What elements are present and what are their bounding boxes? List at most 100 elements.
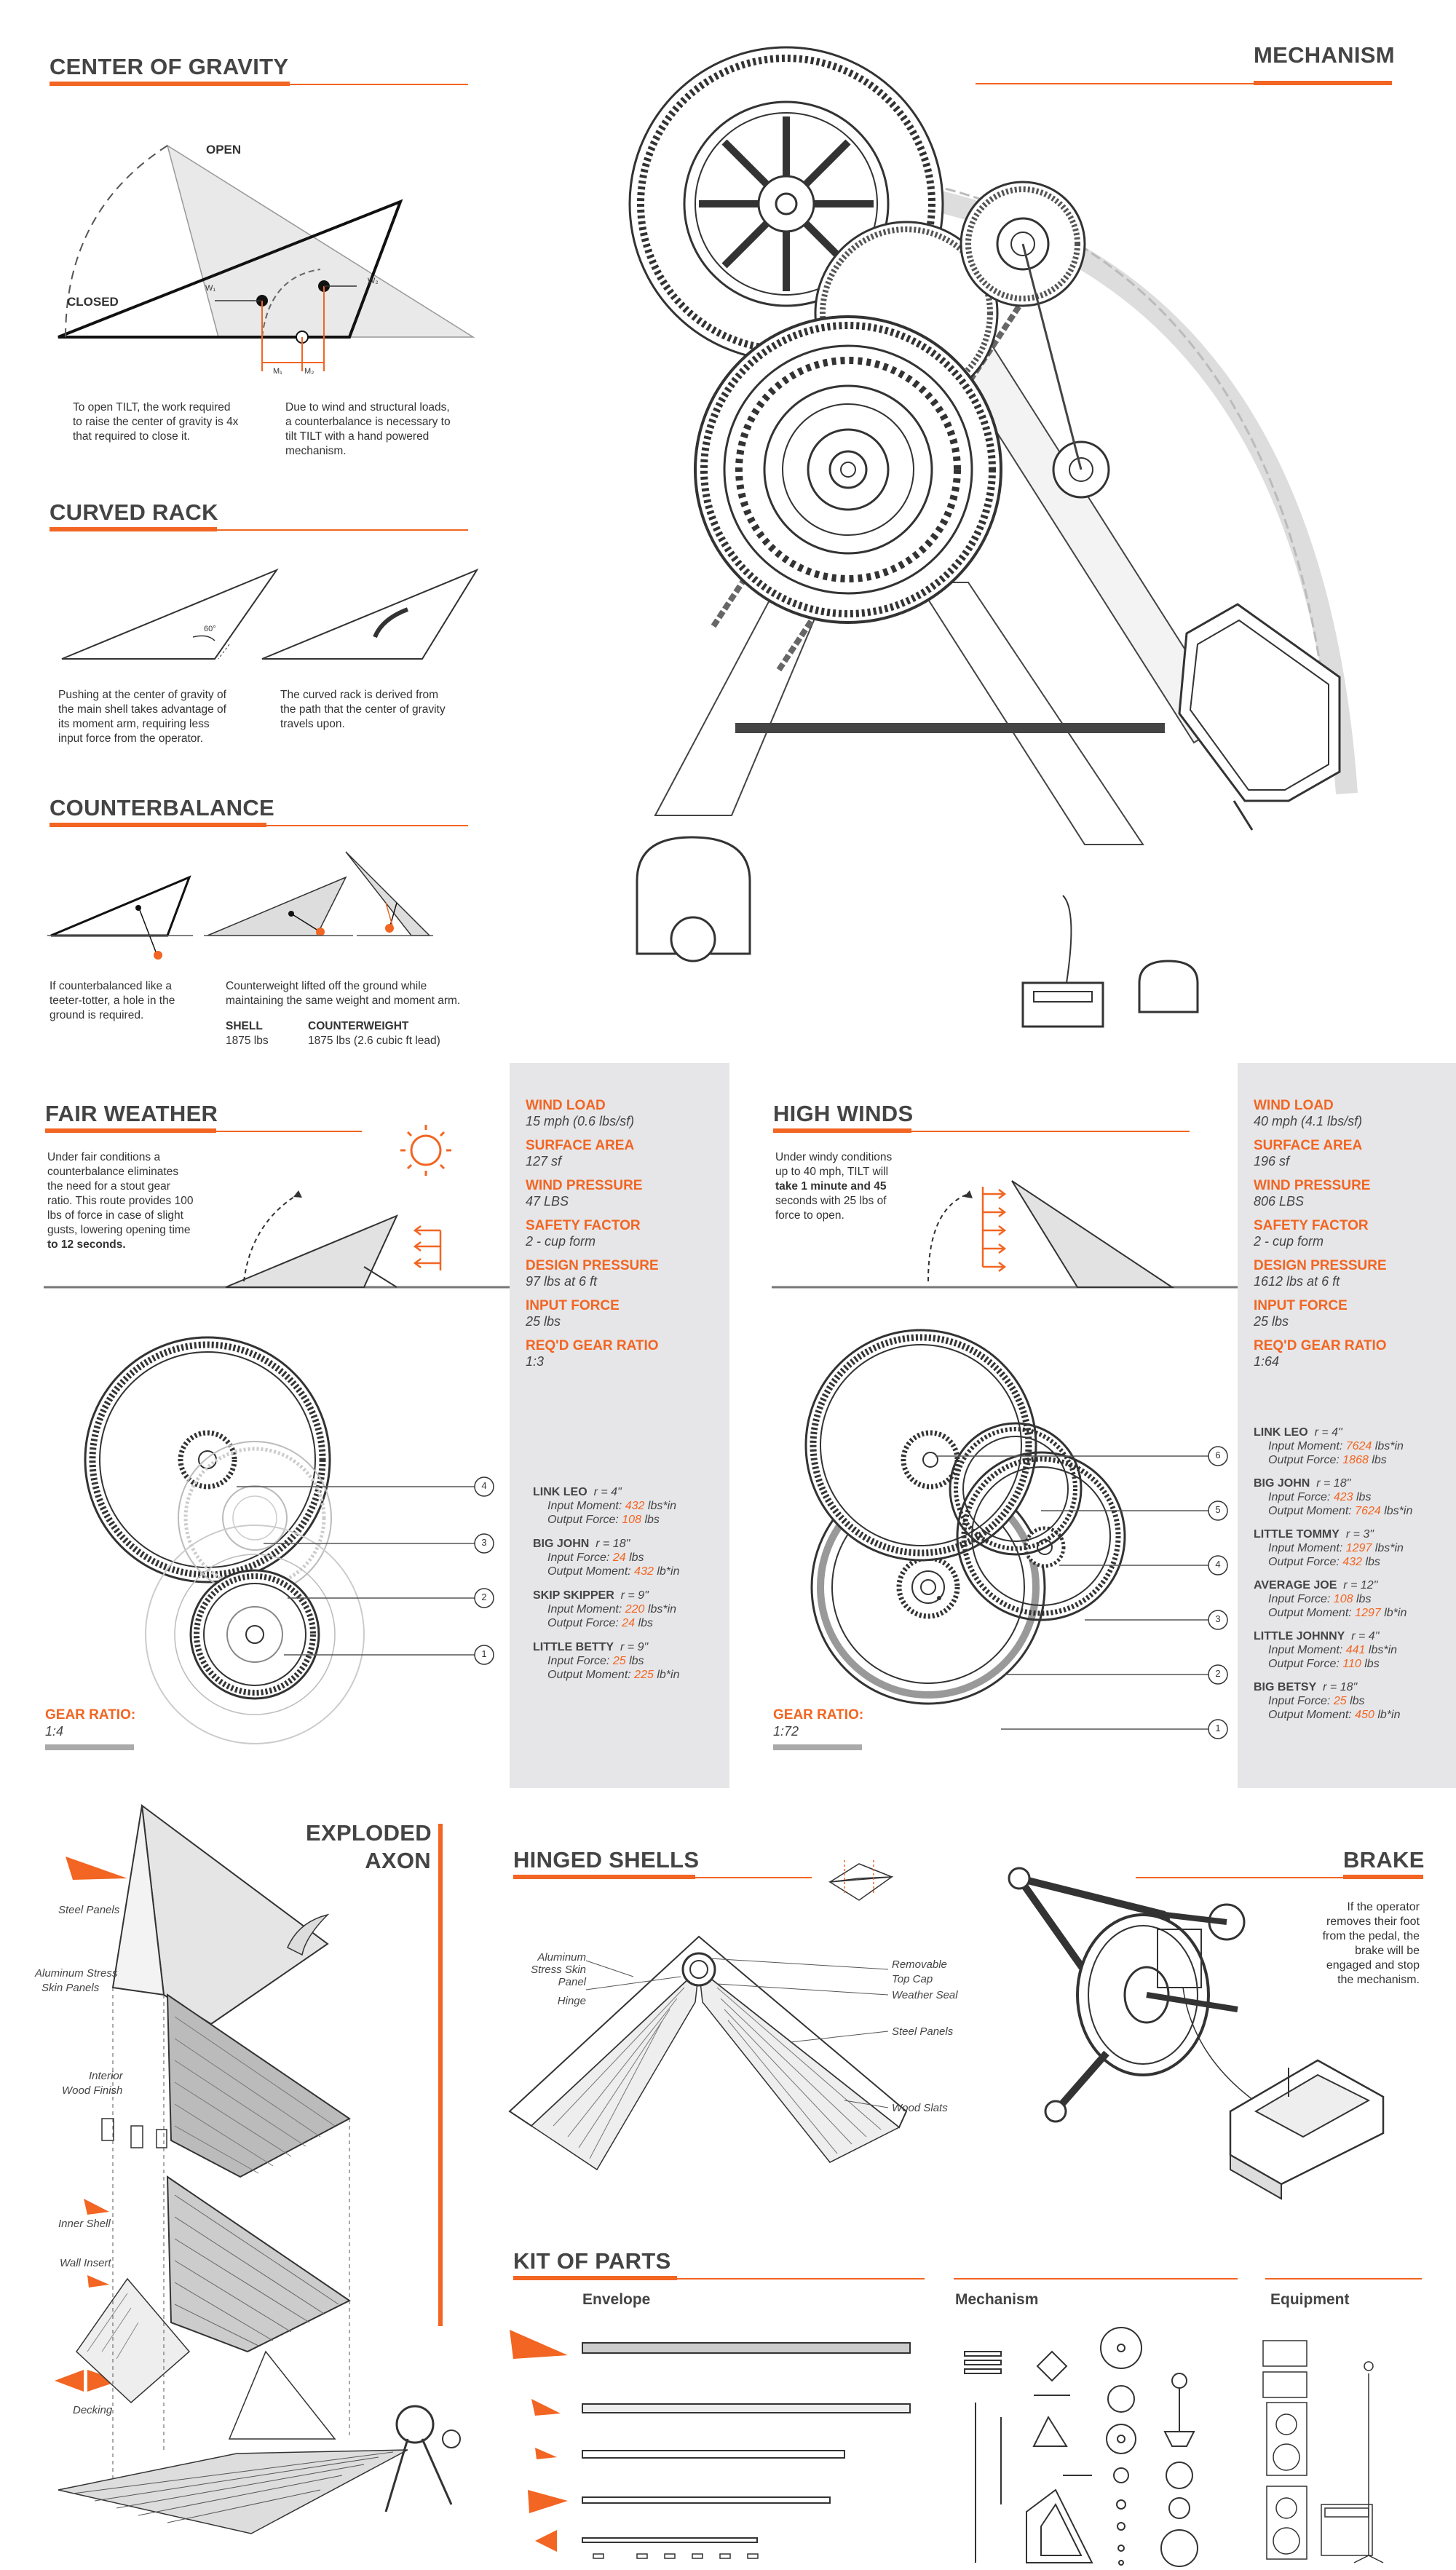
exploded-axon-drawing (55, 1803, 461, 2534)
gear-line-label: Output Force: (547, 1617, 619, 1629)
rack-diagram (61, 568, 479, 660)
gear-unit: lbs (1350, 1695, 1365, 1707)
mechanism-title: MECHANISM (1254, 42, 1395, 68)
spec-value: 47 LBS (526, 1194, 569, 1209)
gear-unit: lbs*in (1384, 1505, 1413, 1517)
exploded-label-inner-shell: Inner Shell (58, 2218, 111, 2230)
hinged-label-hinge: Hinge (557, 1995, 586, 2007)
exploded-label-decking: Decking (73, 2404, 113, 2416)
gear-value: 7624 (1355, 1505, 1381, 1517)
fair-gear-ratio-label: GEAR RATIO: (45, 1707, 136, 1723)
gear-value: 108 (1333, 1593, 1353, 1605)
exploded-label-aluminum-2: Skin Panels (41, 1982, 100, 1994)
gear-entry: LITTLE BETTY r = 9" Input Force: 25 lbs … (533, 1640, 722, 1682)
gear-value: 24 (622, 1617, 636, 1629)
hinged-label: Stress Skin (531, 1964, 586, 1976)
cog-underline (50, 82, 290, 86)
gear-line-label: Input Moment: (547, 1500, 622, 1512)
hinged-label-removable: Removable (892, 1958, 947, 1971)
gear-radius: r = 9" (620, 1589, 649, 1602)
spec-value: 25 lbs (526, 1314, 561, 1329)
gear-line-label: Input Force: (547, 1655, 610, 1667)
high-gear-ratio-bar (773, 1744, 862, 1750)
gear-value: 432 (1342, 1556, 1362, 1568)
spec-value: 1612 lbs at 6 ft (1254, 1274, 1340, 1289)
high-text-line: seconds with 25 lbs of (775, 1195, 887, 1207)
cog-title: CENTER OF GRAVITY (50, 54, 289, 79)
kit-rule-equip (1265, 2278, 1422, 2280)
fair-gear-ratio-value: 1:4 (45, 1724, 64, 1739)
brake-rule (1136, 1877, 1343, 1878)
gear-name: LITTLE JOHNNY (1254, 1630, 1345, 1642)
fair-gear-ratio-bar (45, 1744, 134, 1750)
gear-entry: LITTLE JOHNNY r = 4" Input Moment: 441 l… (1254, 1629, 1454, 1671)
high-gear-ratio-label: GEAR RATIO: (773, 1707, 864, 1723)
fair-rule (216, 1131, 362, 1132)
gear-radius: r = 18" (596, 1538, 630, 1550)
gear-unit: lb*in (657, 1669, 680, 1681)
hinged-shells-drawing (508, 1860, 908, 2171)
fair-text-line: lbs of force in case of slight (47, 1209, 183, 1222)
cog-text-left-line: to raise the center of gravity is 4x (73, 416, 239, 428)
gear-unit: lb*in (1384, 1607, 1407, 1619)
spec-value: 127 sf (526, 1154, 562, 1169)
spec-value: 40 mph (4.1 lbs/sf) (1254, 1114, 1363, 1128)
fair-callout: 1 (481, 1648, 487, 1659)
brake-text: If the operator removes their foot from … (1274, 1900, 1420, 1988)
gear-unit: lbs (629, 1655, 644, 1667)
gear-radius: r = 12" (1343, 1579, 1378, 1592)
gear-entry: BIG JOHN r = 18" Input Force: 423 lbs Ou… (1254, 1476, 1454, 1518)
hinged-label-steel-panels: Steel Panels (892, 2025, 954, 2038)
high-title: HIGH WINDS (773, 1101, 914, 1126)
spec-value: 25 lbs (1254, 1314, 1289, 1329)
gear-name: LITTLE BETTY (533, 1641, 614, 1653)
gear-name: LINK LEO (1254, 1426, 1308, 1439)
rack-text-right-line: travels upon. (280, 718, 345, 730)
fair-text: Under fair conditions a counterbalance e… (47, 1150, 222, 1252)
high-text-line: take 1 minute and 45 (775, 1180, 887, 1193)
kit-envelope-label: Envelope (582, 2291, 651, 2308)
gear-name: LITTLE TOMMY (1254, 1528, 1340, 1541)
counter-title: COUNTERBALANCE (50, 795, 275, 821)
rack-title: CURVED RACK (50, 499, 218, 525)
cog-rule (290, 84, 468, 85)
high-callout: 6 (1215, 1450, 1221, 1460)
cog-text-right-line: a counterbalance is necessary to (285, 416, 451, 428)
kit-title: KIT OF PARTS (513, 2248, 671, 2274)
gear-line-label: Output Moment: (1268, 1607, 1352, 1619)
fair-text-line: Under fair conditions a (47, 1151, 161, 1163)
fair-gear-list: LINK LEO r = 4" Input Moment: 432 lbs*in… (533, 1485, 722, 1692)
cog-w2: W₂ (368, 277, 379, 285)
spec-value: 15 mph (0.6 lbs/sf) (526, 1114, 635, 1128)
exploded-title-2: AXON (365, 1848, 431, 1873)
cog-open-label: OPEN (206, 143, 242, 157)
kit-equipment-label: Equipment (1270, 2291, 1350, 2308)
gear-line-label: Output Force: (547, 1514, 619, 1526)
gear-radius: r = 18" (1323, 1681, 1358, 1693)
kit-rule (677, 2278, 925, 2280)
rack-text-right-line: the path that the center of gravity (280, 703, 446, 716)
spec-label: WIND LOAD (526, 1098, 606, 1113)
fair-gear-train (84, 1336, 494, 1744)
gear-value: 432 (634, 1565, 654, 1578)
rack-text-right: The curved rack is derived from the path… (280, 688, 484, 732)
rack-text-left-line: its moment arm, requiring less (58, 718, 210, 730)
fair-text-line: gusts, lowering opening time (47, 1224, 191, 1236)
high-callout: 1 (1215, 1723, 1221, 1733)
gear-unit: lbs (644, 1514, 660, 1526)
hinged-underline (513, 1875, 695, 1879)
gear-radius: r = 4" (1314, 1426, 1342, 1439)
counter-shell-label: SHELL (226, 1020, 263, 1032)
spec-label: INPUT FORCE (1254, 1298, 1348, 1313)
brake-text-line: engaged and stop (1326, 1959, 1420, 1972)
high-rule (911, 1131, 1190, 1132)
gear-value: 432 (625, 1500, 645, 1512)
hinged-rule (695, 1877, 812, 1878)
gear-entry: LINK LEO r = 4" Input Moment: 432 lbs*in… (533, 1485, 722, 1527)
gear-value: 25 (612, 1655, 626, 1667)
